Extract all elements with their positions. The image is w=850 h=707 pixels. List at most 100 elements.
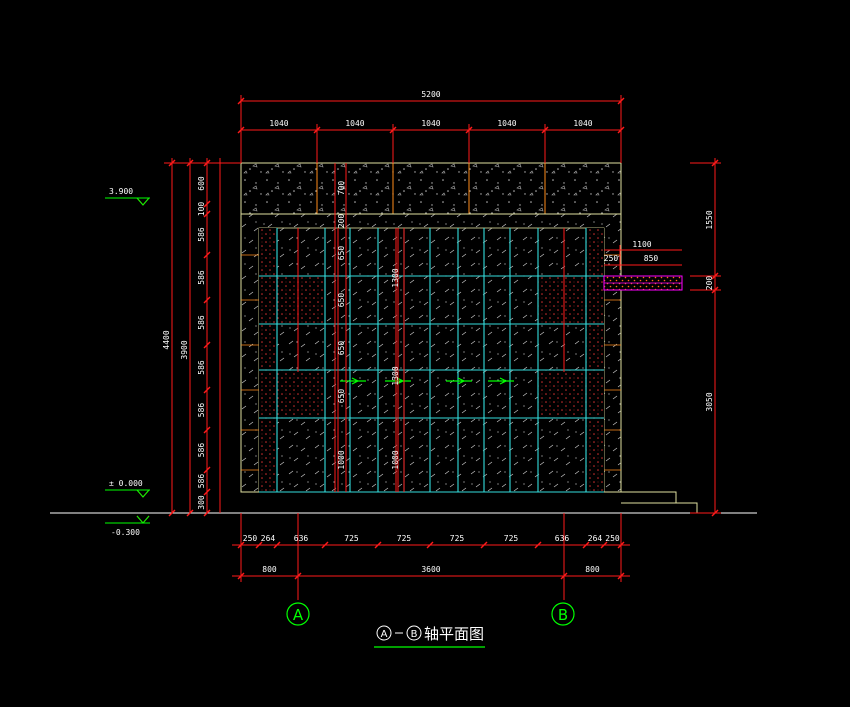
tick-top-seg-3 <box>465 126 473 134</box>
tick-top-seg-5 <box>617 126 625 134</box>
tick-bottom-seg-3 <box>321 541 329 549</box>
top-band-joints <box>316 163 546 214</box>
bottom-dim-1: 264 <box>261 534 276 543</box>
axis-dim-0: 800 <box>262 565 277 574</box>
tick-top-seg-4 <box>541 126 549 134</box>
bottom-dim-6: 725 <box>504 534 519 543</box>
inner-panel-3: 650 <box>337 341 346 356</box>
inner-panel-2: 650 <box>337 293 346 308</box>
tick-left-inner-7 <box>203 426 211 434</box>
tick-right-1 <box>711 272 719 280</box>
svg-text:A: A <box>293 606 304 624</box>
tick-left-inner-3 <box>203 251 211 259</box>
left-inner-dim-8: 586 <box>197 474 206 489</box>
left-inner-dim-5: 586 <box>197 360 206 375</box>
canopy-a: 250 <box>604 254 619 263</box>
level-bottom: -0.300 <box>111 528 140 537</box>
svg-text:B: B <box>558 606 568 624</box>
axis-bubble-a: A <box>286 602 310 626</box>
left-inner-dim-4: 586 <box>197 315 206 330</box>
right-dim-200: 200 <box>705 276 714 291</box>
bottom-dim-8: 264 <box>588 534 603 543</box>
bottom-dim-2: 636 <box>294 534 309 543</box>
left-inner-dim-7: 586 <box>197 443 206 458</box>
overall-width-label: 5200 <box>421 90 440 99</box>
left-inner-dim-1: 100 <box>197 202 206 217</box>
top-segment-labels: 1040 1040 1040 1040 1040 <box>269 119 592 128</box>
inner-top-700: 700 <box>337 181 346 196</box>
top-dim-2: 1040 <box>421 119 440 128</box>
tick-top-overall-1 <box>617 97 625 105</box>
level-zero: ± 0.000 <box>109 479 143 488</box>
tick-left-inner-1 <box>203 200 211 208</box>
tick-bottom-seg-10 <box>617 541 625 549</box>
bottom-dim-4: 725 <box>397 534 412 543</box>
left-inner-labels: 600 100 586 586 586 586 586 586 586 300 <box>197 176 206 510</box>
top-dim-4: 1040 <box>573 119 592 128</box>
center-1300-a: 1300 <box>391 268 400 287</box>
tick-bottom-seg-5 <box>426 541 434 549</box>
svg-text:轴平面图: 轴平面图 <box>424 625 484 643</box>
left-inner-dim-9: 300 <box>197 495 206 510</box>
center-1300-b: 1300 <box>391 366 400 385</box>
door-handles <box>340 377 514 385</box>
tick-top-seg-1 <box>313 126 321 134</box>
tick-bottom-seg-6 <box>480 541 488 549</box>
tick-left-mid-0 <box>186 159 194 167</box>
left-middle-label: 3900 <box>180 340 189 359</box>
inner-bottom-1000-b: 1000 <box>391 450 400 469</box>
left-inner-dim-3: 586 <box>197 270 206 285</box>
tick-axis-seg-2 <box>560 572 568 580</box>
inner-parapet-200: 200 <box>337 214 346 229</box>
axis-dim-1: 3600 <box>421 565 440 574</box>
tick-bottom-seg-9 <box>600 541 608 549</box>
tick-right-3 <box>711 509 719 517</box>
svg-text:B: B <box>411 629 418 640</box>
tick-right-0 <box>711 159 719 167</box>
tick-left-mid-1 <box>186 509 194 517</box>
bottom-dim-3: 725 <box>344 534 359 543</box>
axis-segment-labels: 800 3600 800 <box>262 565 600 574</box>
dimension-ticks <box>168 97 719 580</box>
tick-axis-seg-3 <box>617 572 625 580</box>
tick-left-outer-0 <box>168 159 176 167</box>
tick-left-inner-0 <box>203 159 211 167</box>
top-dim-1: 1040 <box>345 119 364 128</box>
tick-bottom-seg-2 <box>273 541 281 549</box>
left-inner-dim-0: 600 <box>197 176 206 191</box>
entrance-steps <box>621 491 698 513</box>
right-dim-1550: 1550 <box>705 210 714 229</box>
left-inner-dim-6: 586 <box>197 403 206 418</box>
tick-bottom-seg-0 <box>237 541 245 549</box>
level-markers <box>105 197 150 524</box>
drawing-title: A B 轴平面图 <box>374 625 485 648</box>
tick-bottom-seg-7 <box>534 541 542 549</box>
tick-left-inner-4 <box>203 296 211 304</box>
side-stone-piers <box>259 228 604 492</box>
bottom-dim-9: 250 <box>605 534 620 543</box>
level-top: 3.900 <box>109 187 133 196</box>
top-dim-0: 1040 <box>269 119 288 128</box>
tick-left-inner-6 <box>203 386 211 394</box>
canopy-b: 850 <box>644 254 659 263</box>
tick-top-seg-2 <box>389 126 397 134</box>
tick-left-outer-1 <box>168 509 176 517</box>
top-dim-3: 1040 <box>497 119 516 128</box>
curtain-wall-grid <box>259 228 604 493</box>
left-outer-label: 4400 <box>162 330 171 349</box>
tick-left-inner-8 <box>203 466 211 474</box>
right-dim-3050: 3050 <box>705 392 714 411</box>
left-inner-dim-2: 586 <box>197 227 206 242</box>
elevation-body <box>240 162 698 513</box>
axis-dim-2: 800 <box>585 565 600 574</box>
tick-left-inner-9 <box>203 488 211 496</box>
inner-bottom-1000: 1000 <box>337 450 346 469</box>
tick-left-inner-2 <box>203 210 211 218</box>
canopy-total: 1100 <box>632 240 651 249</box>
door-frames <box>337 163 405 492</box>
axis-bubble-b: B <box>551 602 575 626</box>
inner-panel-4: 650 <box>337 389 346 404</box>
tick-left-inner-5 <box>203 341 211 349</box>
